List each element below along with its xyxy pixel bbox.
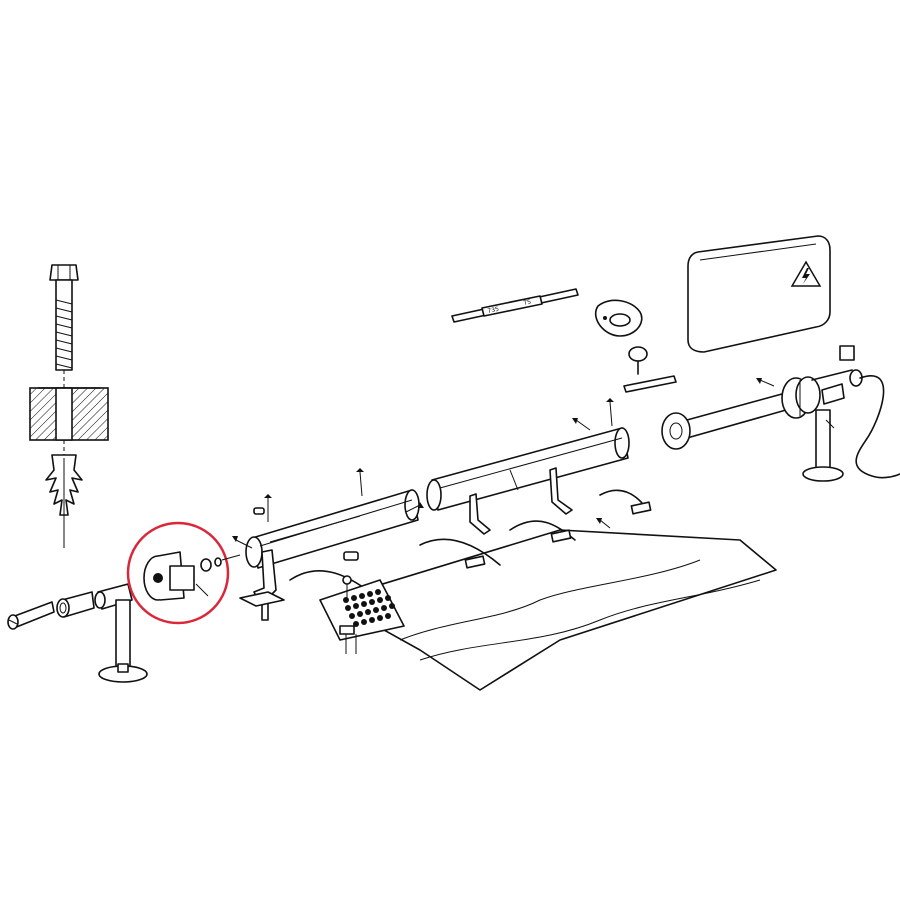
- fastener-screws: [232, 378, 835, 549]
- anchor-bolt-detail: [29, 264, 109, 548]
- washer: [200, 558, 212, 572]
- strap-brackets: [469, 467, 573, 535]
- hub-sleeve: [169, 565, 195, 591]
- push-rod: 735 T5: [451, 288, 579, 323]
- lag-screw: [49, 264, 79, 371]
- clamp-plate: [339, 625, 355, 635]
- highlight-circle: [126, 521, 230, 625]
- bubble-grid: [343, 589, 395, 627]
- motor-flange: [781, 376, 821, 419]
- left-support-bracket: [7, 583, 148, 683]
- tube-segment-1: [245, 489, 420, 569]
- rod-length-label-a: 735: [487, 306, 500, 315]
- wall-section-hatched: [29, 387, 109, 441]
- lock-pin: [623, 346, 677, 393]
- bracket-post-left: [94, 583, 148, 683]
- tube-clips: [253, 507, 359, 561]
- pool-cover-sheet: [329, 529, 777, 691]
- control-box: [687, 235, 831, 353]
- drive-coupling: [661, 412, 691, 450]
- bushing: [56, 591, 95, 618]
- shaft-cap: [839, 345, 855, 361]
- electrical-warning-icon: [790, 260, 822, 287]
- tube-segment-3: [661, 393, 787, 450]
- highlighted-hub-assembly: [126, 521, 241, 625]
- roller-tube-assembly: [239, 345, 900, 621]
- motor-shaft: [811, 345, 863, 387]
- bracket-arm-1: [239, 549, 285, 621]
- wall-plug: [45, 454, 83, 548]
- end-pin: [7, 601, 55, 630]
- bracket-post-right: [802, 383, 845, 482]
- remote-key-fob: [595, 299, 643, 337]
- tube-segment-2: [426, 427, 630, 511]
- rod-length-label-b: T5: [522, 299, 532, 308]
- cover-bubble-sample: [319, 575, 405, 654]
- power-cable: [855, 375, 900, 479]
